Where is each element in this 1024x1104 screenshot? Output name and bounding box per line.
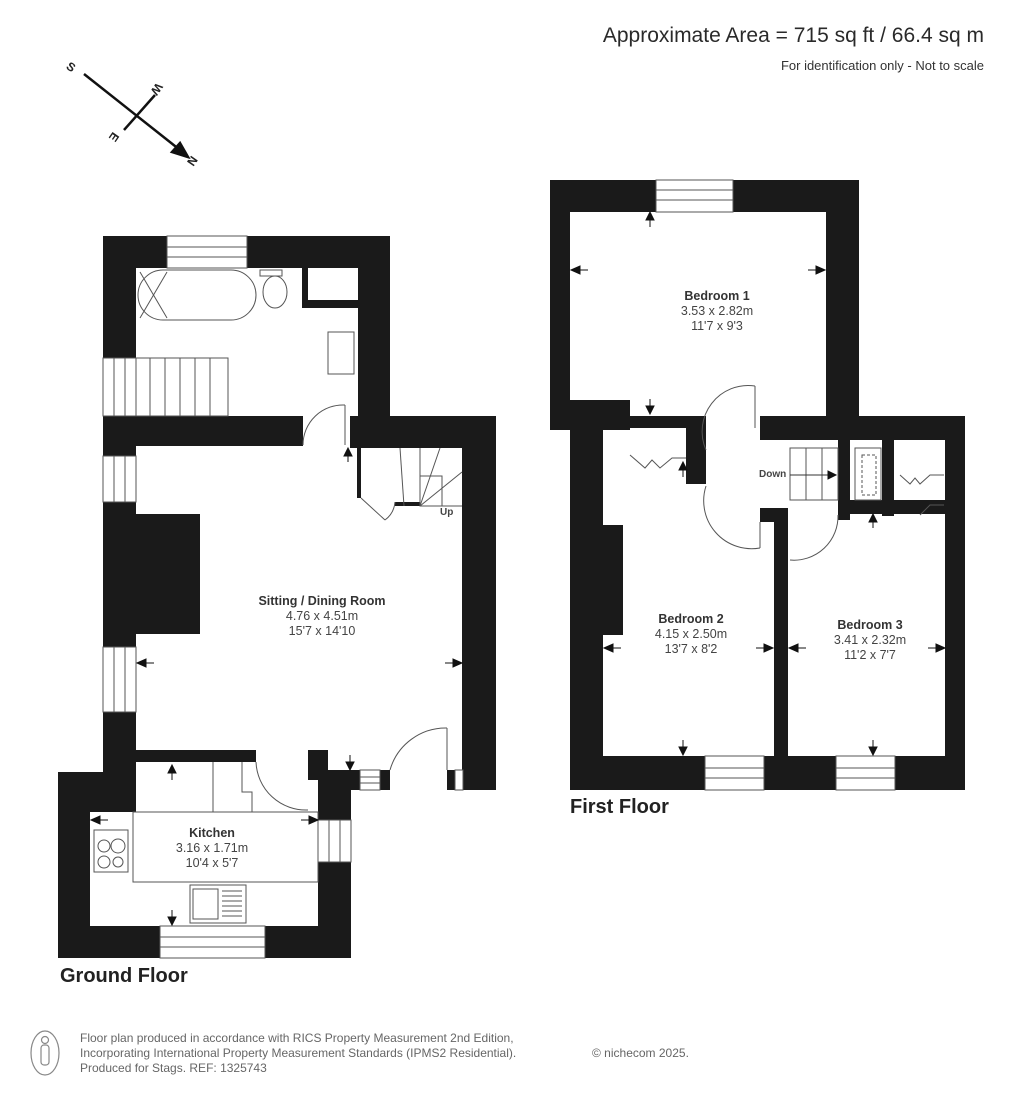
sink-icon [189,884,247,924]
stairs-down-icon [789,447,839,501]
ground-floor-windows [102,235,464,959]
bath-icon [137,269,257,321]
room-imperial: 13'7 x 8'2 [664,642,718,656]
ground-floor-label: Ground Floor [60,965,188,987]
room-name: Bedroom 1 [684,289,750,303]
room-name: Kitchen [189,826,235,840]
room-imperial: 10'4 x 5'7 [185,856,239,870]
first-floor-fixtures [629,385,944,561]
ground-floor-fixtures [93,269,463,924]
stairs-icon [135,357,229,417]
room-metric: 3.16 x 1.71m [175,841,249,855]
room-name: Bedroom 3 [837,618,903,632]
stairs-down-label: Down [759,469,787,480]
room-metric: 3.41 x 2.32m [833,633,907,647]
toilet-icon [259,269,283,277]
first-floor-label: First Floor [570,796,669,818]
first-floor-arrows [569,210,947,757]
room-bedroom-3: Bedroom 3 3.41 x 2.32m 11'2 x 7'7 [834,618,906,663]
room-name: Sitting / Dining Room [258,594,386,608]
room-imperial: 11'7 x 9'3 [691,319,743,333]
person-icon [30,1030,60,1076]
room-imperial: 15'7 x 14'10 [288,624,356,638]
room-imperial: 11'2 x 7'7 [844,648,896,662]
compass-icon [83,73,191,160]
room-name: Bedroom 2 [658,612,724,626]
room-bedroom-1: Bedroom 1 3.53 x 2.82m 11'7 x 9'3 [681,289,753,334]
room-metric: 4.15 x 2.50m [654,627,728,641]
copyright: © nichecom 2025. [592,1046,689,1060]
room-kitchen: Kitchen 3.16 x 1.71m 10'4 x 5'7 [176,826,248,871]
basin-icon [327,331,355,375]
first-floor-windows [655,179,896,791]
footer-text: Floor plan produced in accordance with R… [80,1031,516,1076]
stairs-up-icon [399,447,463,507]
ground-floor-arrows [89,446,464,927]
storage-icon [854,447,882,501]
room-sitting-dining: Sitting / Dining Room 4.76 x 4.51m 15'7 … [258,594,385,639]
ground-floor-walls [58,236,496,958]
room-metric: 3.53 x 2.82m [680,304,754,318]
hob-icon [93,829,129,873]
footer-line-1: Floor plan produced in accordance with R… [80,1031,514,1045]
room-bedroom-2: Bedroom 2 4.15 x 2.50m 13'7 x 8'2 [655,612,727,657]
room-metric: 4.76 x 4.51m [285,609,359,623]
footer-line-2: Incorporating International Property Mea… [80,1046,517,1060]
disclaimer: For identification only - Not to scale [780,58,984,73]
first-floor-walls [550,180,965,790]
approximate-area: Approximate Area = 715 sq ft / 66.4 sq m [602,24,984,47]
stairs-up-label: Up [440,507,454,518]
footer-line-3: Produced for Stags. REF: 1325743 [80,1061,267,1075]
